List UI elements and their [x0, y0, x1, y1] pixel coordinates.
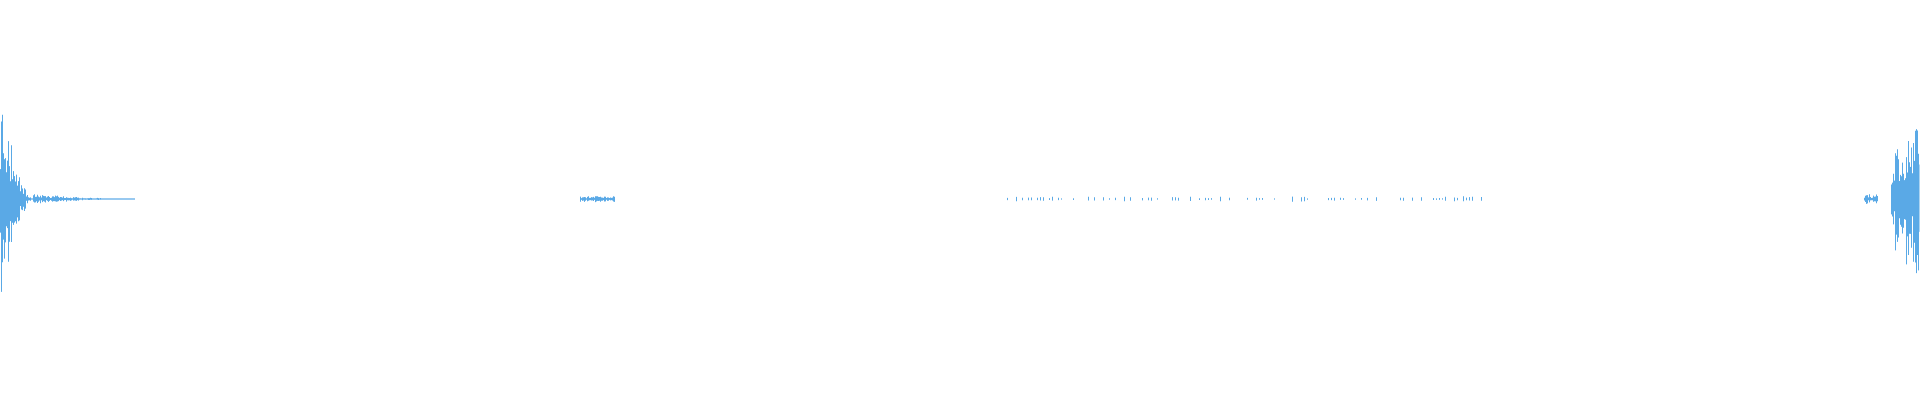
waveform-section-blip-end-left: [1864, 194, 1878, 204]
waveform-section-burst-end: [1891, 129, 1920, 274]
waveform-section-tail-start: [33, 194, 135, 204]
waveform-section-sparse-middle: [1007, 196, 1482, 202]
waveform-samples: [0, 114, 1920, 292]
waveform-section-burst-start: [0, 114, 33, 292]
waveform-section-blip-middle-left: [580, 196, 615, 203]
